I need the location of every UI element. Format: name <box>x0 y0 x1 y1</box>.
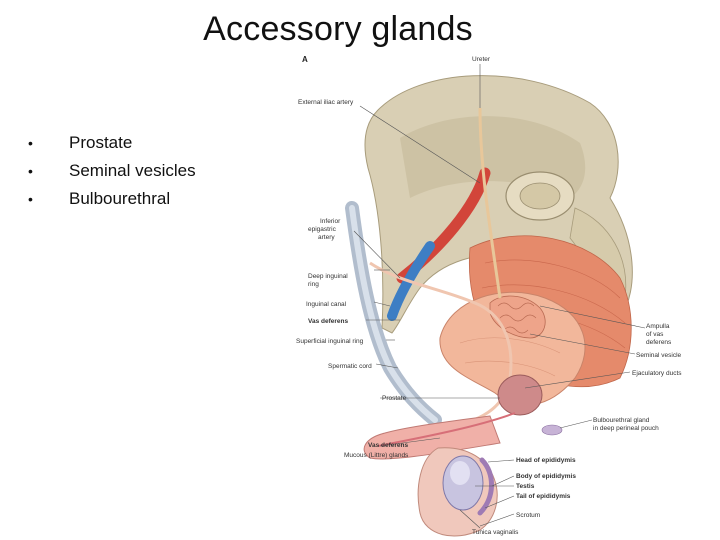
label-ampulla: Ampulla <box>646 323 670 330</box>
label-bulbourethral-gland: Bulbourethral gland <box>593 417 650 424</box>
prostate <box>497 374 543 416</box>
label-prostate: Prostate <box>382 395 407 402</box>
label-inguinal-canal: Inguinal canal <box>306 301 347 308</box>
leader-line <box>459 509 481 529</box>
seminal-vesicle-loops <box>497 302 537 334</box>
testis-highlight <box>450 461 470 485</box>
label-vas-deferens-upper: Vas deferens <box>308 318 348 325</box>
leader-line <box>524 371 631 389</box>
pelvis-illustration-svg: A Ureter External iliac artery Inferior … <box>296 55 682 537</box>
bullet-text: Prostate <box>69 133 133 152</box>
urethra <box>377 412 516 447</box>
leader-line <box>529 333 636 355</box>
leader-line <box>491 475 515 487</box>
bullet-marker: • <box>28 135 33 151</box>
label-deep-inguinal-ring: ring <box>308 281 319 288</box>
label-ejaculatory-ducts: Ejaculatory ducts <box>632 370 682 377</box>
ureter <box>478 107 502 299</box>
bullet-marker: • <box>28 191 33 207</box>
label-superficial-inguinal-ring: Superficial inguinal ring <box>296 338 364 345</box>
label-deep-inguinal-ring: Deep inguinal <box>308 273 348 280</box>
slide-title: Accessory glands <box>203 10 473 48</box>
bullet-marker: • <box>28 163 33 179</box>
label-spermatic-cord: Spermatic cord <box>328 363 372 370</box>
vas-deferens <box>369 261 513 430</box>
label-external-iliac-artery: External iliac artery <box>298 99 354 106</box>
label-tunica-vaginalis: Tunica vaginalis <box>472 529 519 536</box>
leader-line <box>373 301 391 307</box>
bullet-text: Seminal vesicles <box>69 161 196 180</box>
vertebra-body <box>519 182 561 210</box>
label-ampulla: deferens <box>646 339 672 346</box>
label-vas-deferens-lower: Vas deferens <box>368 442 408 449</box>
label-tail-of-epididymis: Tail of epididymis <box>516 493 571 500</box>
label-ureter: Ureter <box>472 56 491 63</box>
leader-line <box>559 419 593 429</box>
label-testis: Testis <box>516 483 535 490</box>
leader-line <box>539 305 646 329</box>
label-inferior-epigastric: artery <box>318 234 335 241</box>
label-inferior-epigastric: Inferior <box>320 218 341 225</box>
leader-line <box>479 513 515 527</box>
bullet-text: Bulbourethral <box>69 189 171 208</box>
leader-line <box>353 230 401 279</box>
leader-line <box>487 459 515 463</box>
leader-line <box>484 495 515 509</box>
leader-line <box>379 437 441 447</box>
leader-line <box>375 363 399 369</box>
label-scrotum: Scrotum <box>516 512 540 519</box>
bulbourethral-gland <box>541 424 563 436</box>
label-head-of-epididymis: Head of epididymis <box>516 457 576 464</box>
label-inferior-epigastric: epigastric <box>308 226 337 233</box>
label-ampulla: of vas <box>646 331 664 338</box>
label-mucous-glands: Mucous (Littre) glands <box>344 452 409 459</box>
label-body-of-epididymis: Body of epididymis <box>516 473 576 480</box>
anatomy-illustration: A Ureter External iliac artery Inferior … <box>290 48 700 538</box>
label-seminal-vesicle: Seminal vesicle <box>636 352 682 359</box>
leader-line <box>359 105 481 184</box>
label-bulbourethral-gland: in deep perineal pouch <box>593 425 659 432</box>
panel-letter: A <box>302 55 308 64</box>
spermatic-cord-inner <box>349 205 438 423</box>
